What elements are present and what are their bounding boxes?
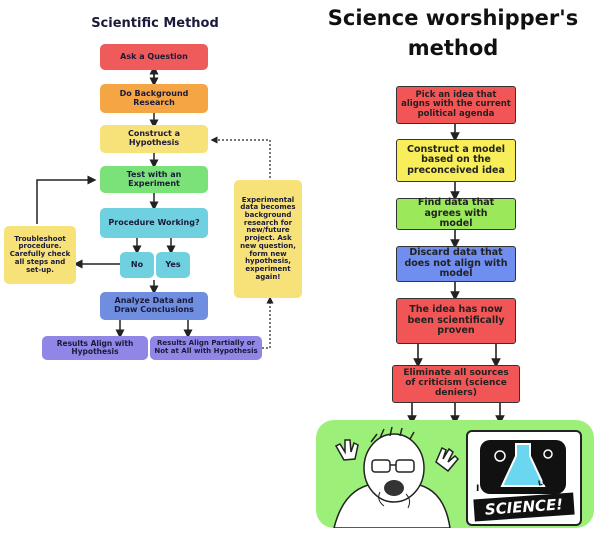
step-construct-hypothesis: Construct a Hypothesis xyxy=(100,125,208,153)
meme-sign: I LOVE SCIENCE! xyxy=(466,430,582,526)
step-ask-question: Ask a Question xyxy=(100,44,208,70)
step-results-partial: Results Align Partially or Not at All wi… xyxy=(150,336,262,360)
left-flow-arrows xyxy=(73,72,193,339)
step-no: No xyxy=(120,252,154,278)
step-yes: Yes xyxy=(156,252,190,278)
meme-sign-i: I xyxy=(476,484,480,494)
meme-sign-science: SCIENCE! xyxy=(473,492,575,522)
worship-step-pick-idea: Pick an idea that aligns with the curren… xyxy=(396,86,516,124)
worship-step-proven: The idea has now been scientifically pro… xyxy=(396,298,516,344)
worship-step-discard-data: Discard data that does not align with mo… xyxy=(396,246,516,282)
right-title-line2: method xyxy=(407,36,499,60)
right-title-line1: Science worshipper's xyxy=(327,6,579,30)
left-title: Scientific Method xyxy=(91,16,219,31)
step-test-experiment: Test with an Experiment xyxy=(100,166,208,193)
right-flow-arrows xyxy=(407,124,505,425)
flask-icon xyxy=(480,440,566,494)
worship-step-eliminate: Eliminate all sources of criticism (scie… xyxy=(392,365,520,403)
feedback-note: Experimental data becomes background res… xyxy=(234,180,302,298)
soyjak-illustration xyxy=(333,426,460,528)
worship-step-find-data: Find data that agrees with model xyxy=(396,198,516,230)
step-procedure-working: Procedure Working? xyxy=(100,208,208,238)
troubleshoot-note: Troubleshoot procedure. Carefully check … xyxy=(4,226,76,284)
step-results-align: Results Align with Hypothesis xyxy=(42,336,148,360)
step-background-research: Do Background Research xyxy=(100,84,208,113)
worship-step-construct-model: Construct a model based on the preconcei… xyxy=(396,139,516,182)
step-analyze-data: Analyze Data and Draw Conclusions xyxy=(100,292,208,320)
